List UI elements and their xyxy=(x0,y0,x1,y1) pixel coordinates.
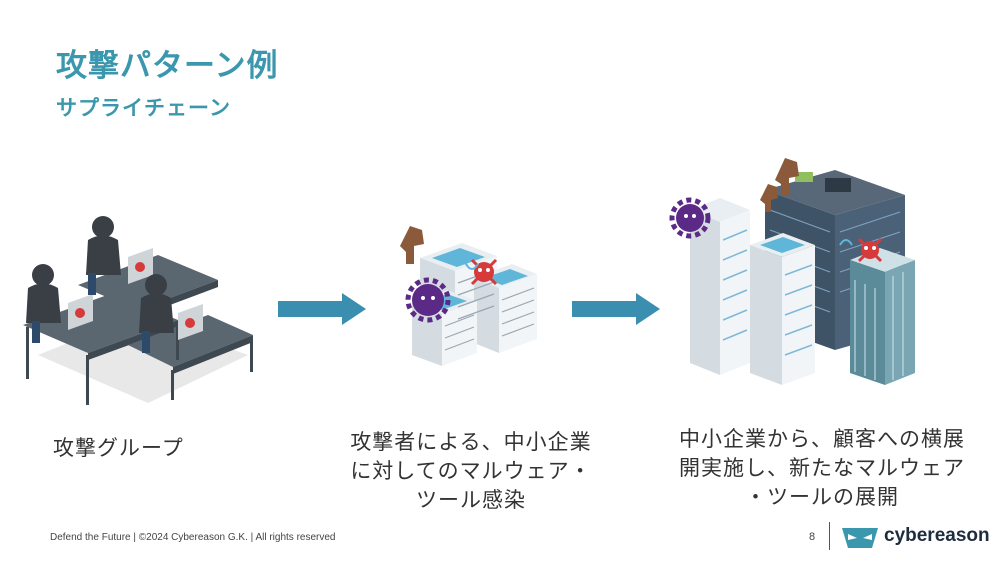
office-building-icon xyxy=(412,243,537,366)
footer-copyright: Defend the Future | ©2024 Cybereason G.K… xyxy=(50,532,336,543)
footer-divider xyxy=(829,522,830,550)
step-3-caption: 中小企業から、顧客への横展 開実施し、新たなマルウェア ・ツールの展開 xyxy=(679,427,965,509)
flow-arrow-2 xyxy=(572,293,660,325)
skull-icon xyxy=(470,258,498,286)
slide-subtitle: サプライチェーン xyxy=(56,96,231,120)
infected-small-business-illustration xyxy=(400,226,537,366)
flow-arrow-1 xyxy=(278,293,366,325)
enterprise-lateral-spread-illustration xyxy=(669,158,915,385)
slide-title: 攻撃パターン例 xyxy=(56,48,279,84)
page-number: 8 xyxy=(809,531,816,543)
trojan-horse-icon xyxy=(400,226,424,264)
brand-wordmark: cybereason xyxy=(884,525,990,546)
hacker-icon xyxy=(86,216,121,295)
virus-gear-icon xyxy=(405,277,451,323)
step-1-caption: 攻撃グループ xyxy=(53,436,184,460)
step-2-caption: 攻撃者による、中小企業 に対してのマルウェア・ ツール感染 xyxy=(350,430,592,512)
cybereason-logo-icon xyxy=(842,528,878,548)
hacker-group-illustration xyxy=(23,216,253,405)
office-building-icon xyxy=(690,198,750,375)
laptop-icon xyxy=(128,248,153,284)
